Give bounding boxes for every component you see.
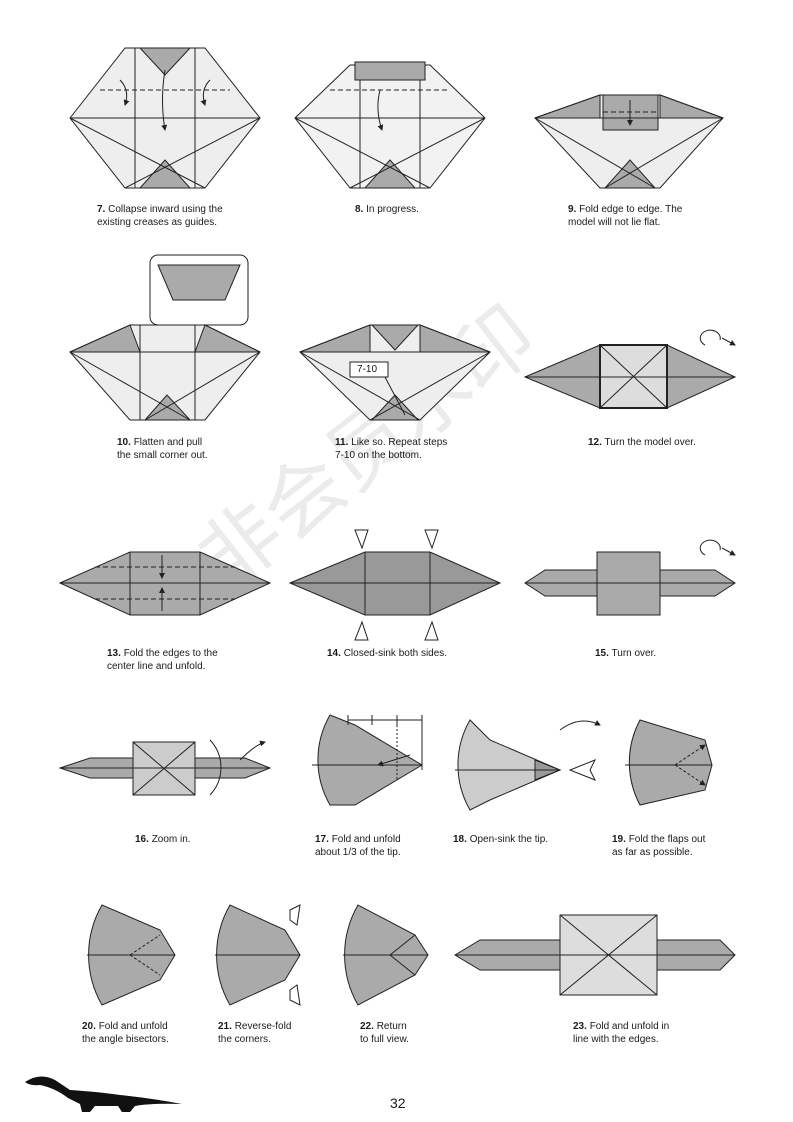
diagram-step-17	[312, 714, 423, 806]
diagram-step-12	[523, 329, 737, 409]
diagram-step-23	[454, 914, 736, 996]
diagram-step-20	[87, 904, 176, 1006]
diagram-step-21	[215, 904, 301, 1006]
diagram-step-10	[69, 254, 261, 421]
diagram-step-9	[534, 94, 724, 189]
diagram-step-18	[455, 719, 601, 811]
diagram-step-13	[58, 551, 272, 616]
repeat-steps-label: 7-10	[357, 364, 378, 375]
page-number: 32	[390, 1095, 406, 1111]
diagram-step-14	[288, 529, 502, 641]
caption-step-15: 15. Turn over.	[595, 648, 657, 659]
diagram-step-8	[294, 61, 486, 189]
caption-step-18: 18. Open-sink the tip.	[453, 834, 549, 845]
caption-step-14: 14. Closed-sink both sides.	[327, 648, 448, 659]
diagram-step-11	[299, 324, 491, 421]
caption-step-12: 12. Turn the model over.	[588, 437, 696, 448]
diagram-step-15	[524, 539, 736, 616]
diagram-step-19	[625, 719, 713, 806]
dinosaur-logo	[25, 1076, 182, 1112]
caption-step-16: 16. Zoom in.	[135, 834, 191, 845]
diagram-step-16	[58, 739, 272, 796]
caption-step-8: 8. In progress.	[355, 204, 419, 215]
diagram-step-22	[343, 904, 429, 1006]
diagram-step-7	[69, 47, 261, 189]
